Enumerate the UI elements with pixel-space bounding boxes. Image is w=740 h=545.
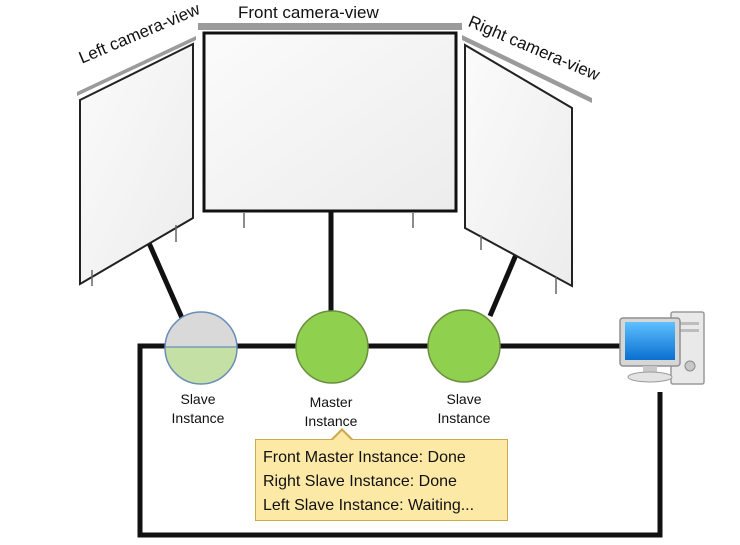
center-node-label-line2: Instance	[304, 413, 358, 429]
right-node-label: Slave Instance	[409, 390, 519, 428]
status-callout-pointer-fill	[333, 431, 351, 440]
node-fill-pending	[165, 312, 237, 347]
status-line-right: Right Slave Instance: Done	[263, 473, 457, 490]
status-line-front: Front Master Instance: Done	[263, 449, 466, 466]
right-node-label-line2: Instance	[437, 410, 491, 426]
left-node-label: Slave Instance	[143, 390, 253, 428]
right-screen	[462, 35, 592, 294]
status-callout: Front Master Instance: Done Right Slave …	[255, 439, 508, 521]
front-camera-label: Front camera-view	[238, 3, 379, 22]
center-node-label: Master Instance	[276, 393, 386, 431]
computer-icon	[619, 311, 705, 385]
status-line-left: Left Slave Instance: Waiting...	[263, 497, 475, 514]
center-node-label-line1: Master	[309, 394, 353, 410]
master-node	[295, 310, 369, 384]
right-node-label-line1: Slave	[446, 391, 482, 407]
left-node-label-line1: Slave	[180, 391, 216, 407]
front-screen	[198, 23, 462, 228]
screen-connectors	[146, 212, 521, 320]
left-slave-node	[164, 311, 238, 385]
right-slave-node	[427, 309, 501, 383]
network-lines	[137, 343, 663, 538]
left-screen	[77, 36, 196, 286]
node-fill-done	[165, 347, 237, 384]
left-node-label-line2: Instance	[171, 410, 225, 426]
